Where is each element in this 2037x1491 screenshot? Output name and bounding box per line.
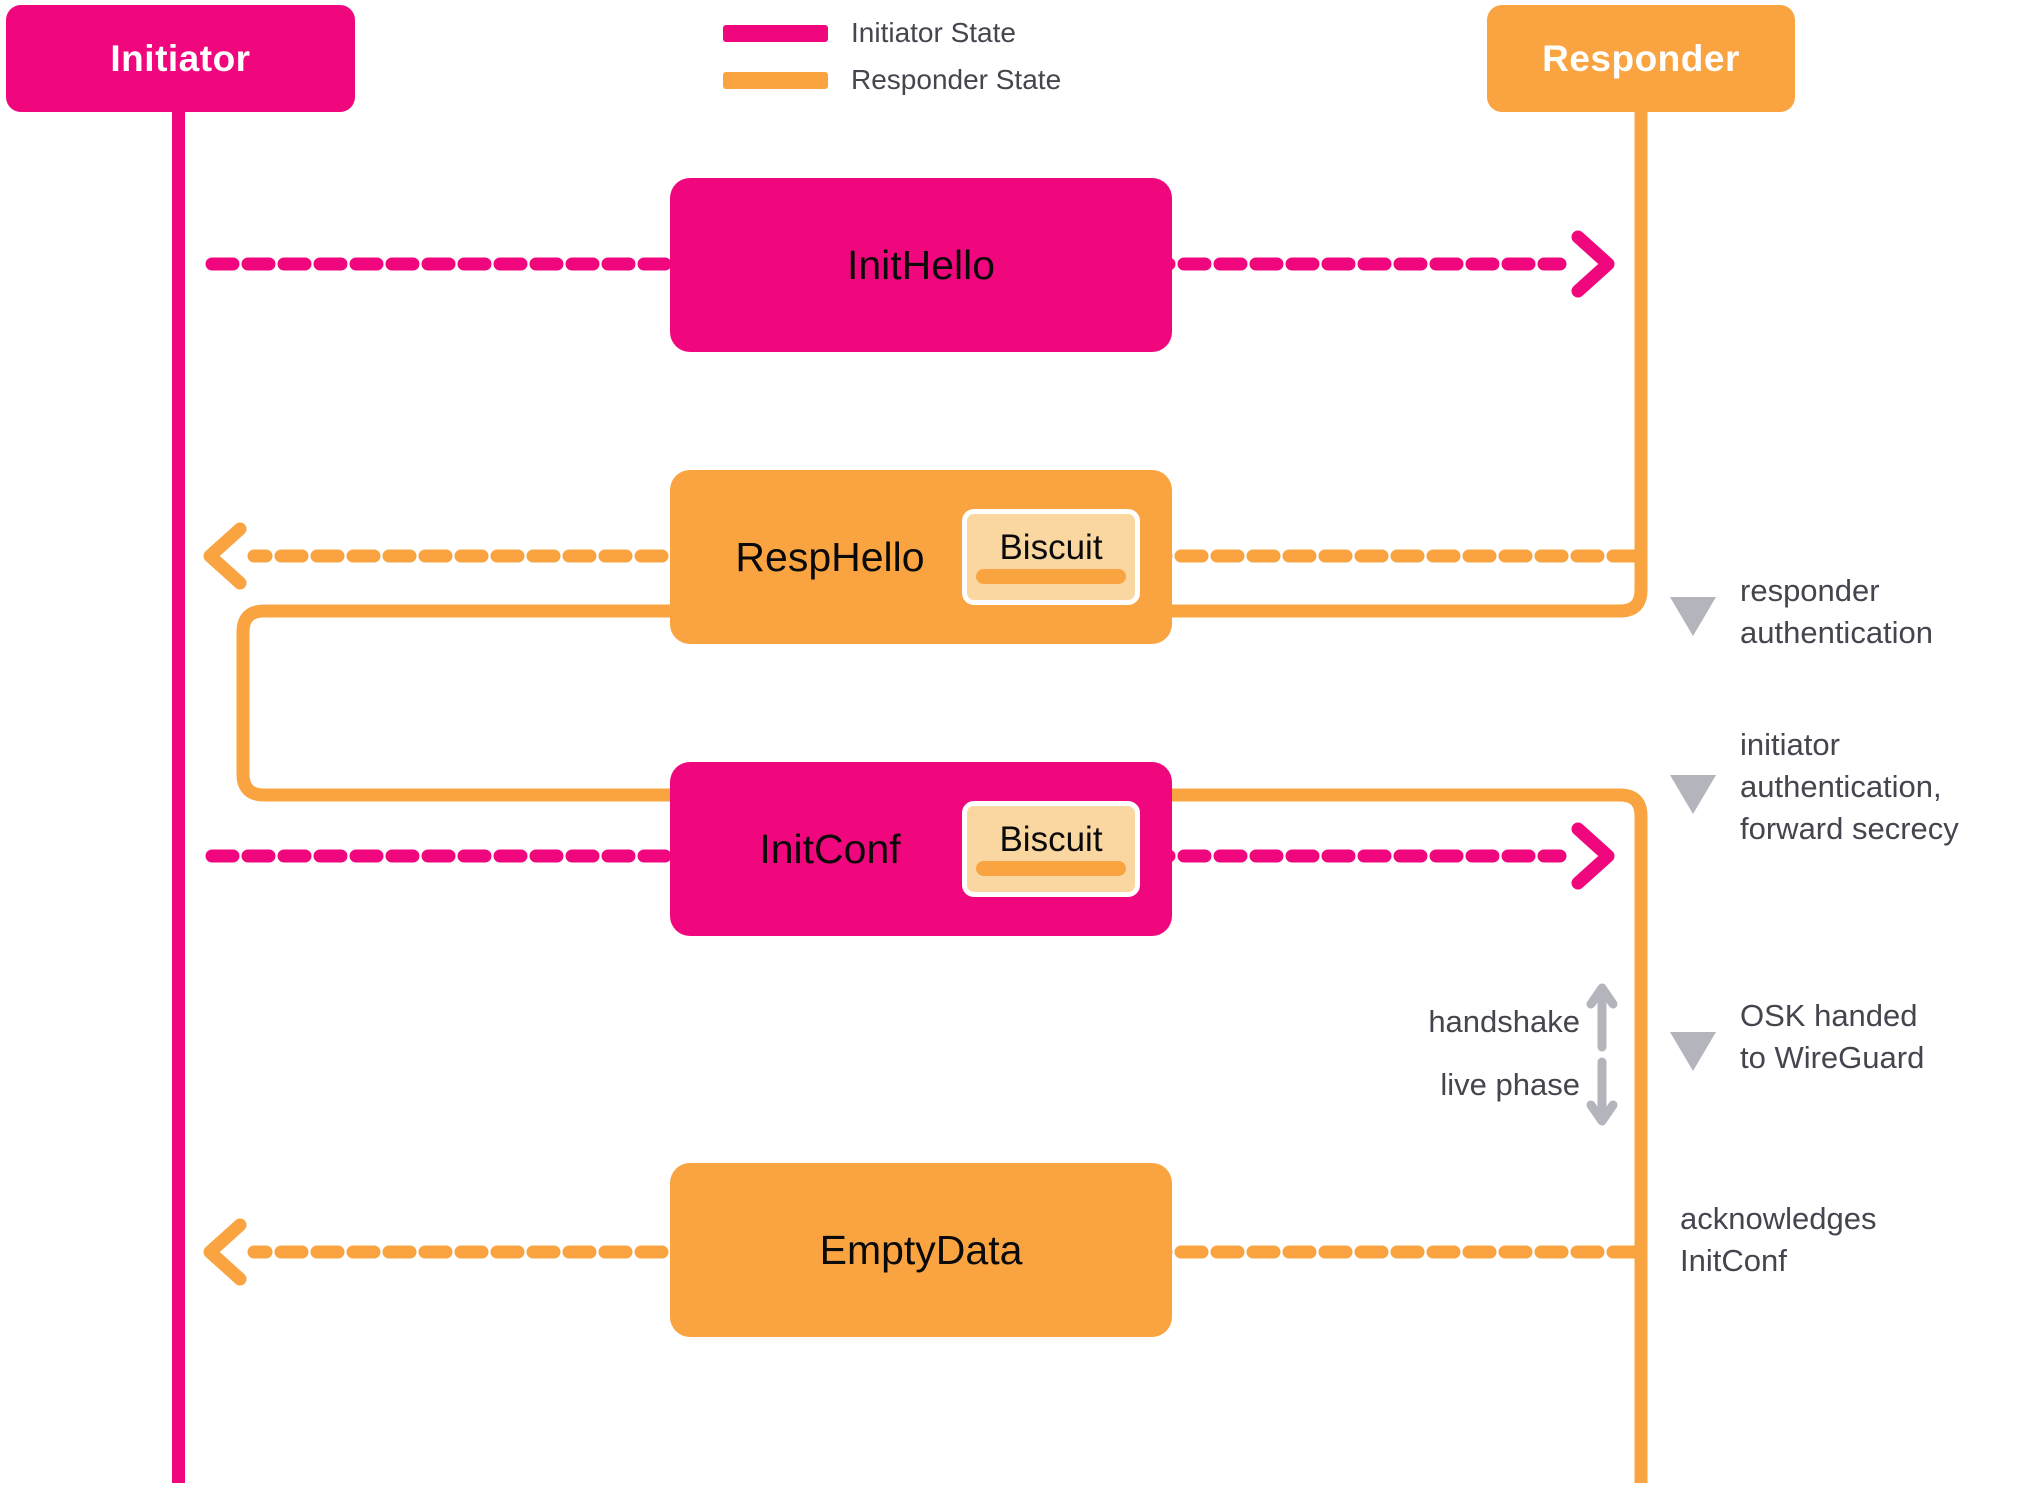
- note-line: acknowledges: [1680, 1201, 1877, 1236]
- biscuit-bar-icon: [976, 569, 1126, 584]
- responder-state-line: [236, 100, 1648, 1483]
- initconf-message-box: InitConf Biscuit: [670, 762, 1172, 936]
- legend: Initiator State Responder State: [723, 17, 1061, 96]
- resphello-biscuit-box: Biscuit: [962, 509, 1140, 605]
- emptydata-message-box: EmptyData: [670, 1163, 1172, 1337]
- note-line: responder: [1740, 573, 1880, 608]
- initconf-biscuit-box: Biscuit: [962, 801, 1140, 897]
- legend-item-initiator-state: Initiator State: [723, 17, 1061, 49]
- initiator-label: Initiator: [110, 37, 251, 79]
- note-line: handshake: [1428, 1004, 1580, 1039]
- resphello-message-box: RespHello Biscuit: [670, 470, 1172, 644]
- initiator-auth-note: initiator authentication, forward secrec…: [1740, 724, 1959, 850]
- handshake-phase-label: handshake: [1428, 1001, 1580, 1043]
- responder-state-swatch-icon: [723, 71, 828, 89]
- ack-note: acknowledges InitConf: [1680, 1198, 1876, 1282]
- resphello-arrowhead-icon: [203, 522, 247, 590]
- handshake-up-arrow-icon: [1586, 983, 1618, 1052]
- legend-label: Responder State: [851, 64, 1062, 95]
- note-line: to WireGuard: [1740, 1040, 1925, 1075]
- note-line: authentication: [1740, 615, 1934, 650]
- inithello-label: InitHello: [846, 241, 996, 288]
- osk-note: OSK handed to WireGuard: [1740, 995, 1924, 1079]
- resphello-label: RespHello: [735, 533, 925, 580]
- biscuit-bar-icon: [976, 861, 1126, 876]
- note-line: initiator: [1740, 727, 1840, 762]
- osk-triangle-icon: [1670, 1032, 1716, 1071]
- inithello-arrowhead-icon: [1571, 230, 1615, 298]
- note-line: OSK handed: [1740, 998, 1918, 1033]
- note-line: InitConf: [1680, 1243, 1787, 1278]
- initiator-state-swatch-icon: [723, 24, 828, 42]
- initconf-arrowhead-icon: [1571, 822, 1615, 890]
- inithello-message-box: InitHello: [670, 178, 1172, 352]
- responder-label: Responder: [1542, 37, 1740, 79]
- biscuit-label: Biscuit: [999, 528, 1103, 567]
- initiator-auth-triangle-icon: [1670, 775, 1716, 814]
- responder-auth-note: responder authentication: [1740, 570, 1933, 654]
- live-phase-down-arrow-icon: [1586, 1057, 1618, 1126]
- initiator-actor-box: Initiator: [6, 5, 355, 112]
- responder-actor-box: Responder: [1487, 5, 1795, 112]
- responder-auth-triangle-icon: [1670, 597, 1716, 636]
- legend-label: Initiator State: [851, 17, 1016, 48]
- note-line: authentication,: [1740, 769, 1942, 804]
- note-line: forward secrecy: [1740, 811, 1959, 846]
- live-phase-label: live phase: [1440, 1064, 1580, 1106]
- emptydata-arrowhead-icon: [203, 1218, 247, 1286]
- legend-item-responder-state: Responder State: [723, 64, 1061, 96]
- emptydata-label: EmptyData: [819, 1226, 1023, 1273]
- initconf-label: InitConf: [759, 825, 901, 872]
- note-line: live phase: [1440, 1067, 1580, 1102]
- biscuit-label: Biscuit: [999, 820, 1103, 859]
